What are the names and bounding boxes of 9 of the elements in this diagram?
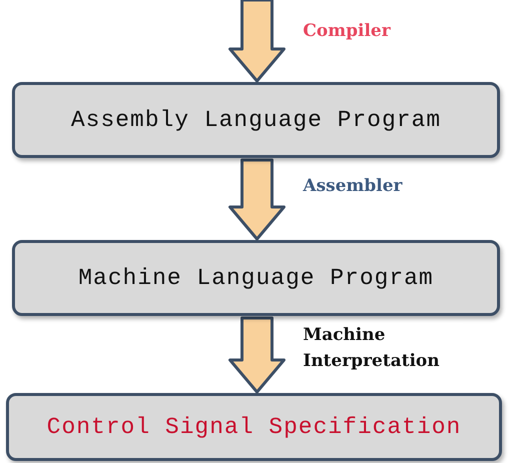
block-arrow — [228, 158, 286, 240]
process-box — [12, 82, 500, 158]
block-arrow — [228, 316, 286, 394]
process-box — [12, 240, 500, 316]
process-box — [6, 393, 502, 461]
block-arrow — [228, 0, 286, 82]
box-label: Machine Language Program — [78, 265, 434, 291]
box-label: Control Signal Specification — [46, 414, 462, 440]
box-label: Assembly Language Program — [70, 107, 442, 133]
